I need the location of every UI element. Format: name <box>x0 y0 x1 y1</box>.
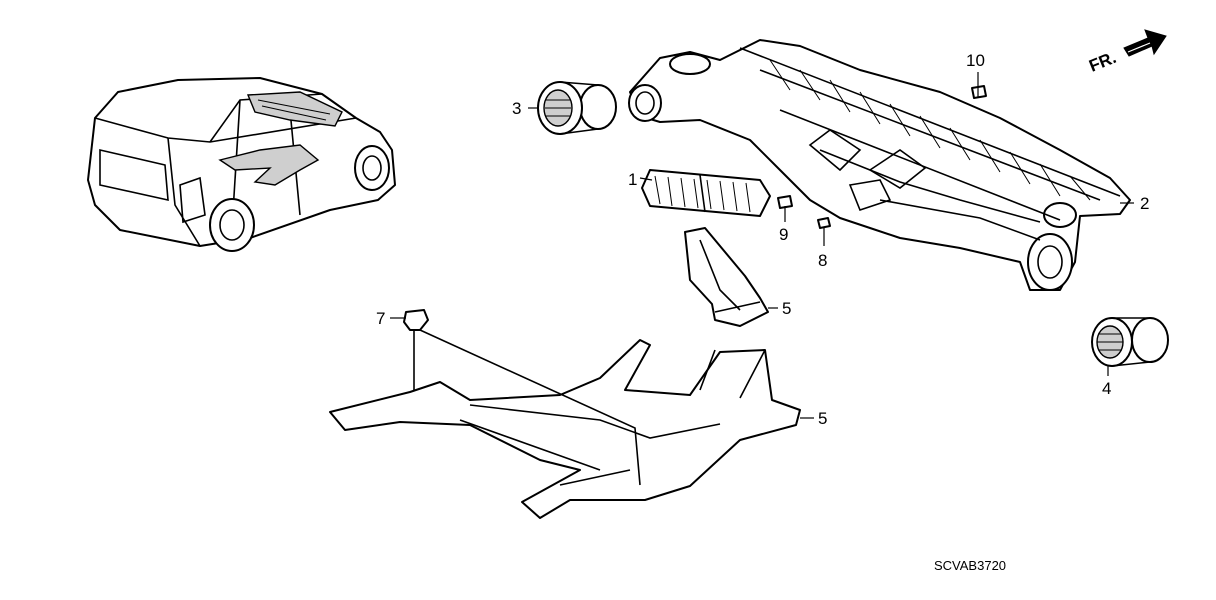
callout-7: 7 <box>376 309 385 328</box>
arrow-icon <box>1123 29 1167 57</box>
callout-labels: 1 2 3 4 5 5 7 8 9 10 <box>376 51 1149 428</box>
part-3-side-vent <box>537 81 617 135</box>
callout-9: 9 <box>779 225 788 244</box>
callout-10: 10 <box>966 51 985 70</box>
vehicle-overview <box>87 77 396 252</box>
fastener-10 <box>971 85 987 99</box>
part-4-side-vent <box>1091 317 1169 367</box>
callout-4: 4 <box>1102 379 1111 398</box>
fastener-8 <box>817 217 831 229</box>
callout-3: 3 <box>512 99 521 118</box>
callout-5-upper: 5 <box>782 299 791 318</box>
part-7-clip <box>403 309 429 390</box>
callout-2: 2 <box>1140 194 1149 213</box>
drawing-code: SCVAB3720 <box>934 558 1006 573</box>
part-2-main-duct <box>628 39 1131 291</box>
front-direction-indicator: FR. <box>1086 29 1167 76</box>
callout-5-floor: 5 <box>818 409 827 428</box>
callout-1: 1 <box>628 170 637 189</box>
callout-8: 8 <box>818 251 827 270</box>
part-1-center-vent <box>641 169 771 217</box>
direction-label: FR. <box>1086 48 1119 76</box>
part-5-floor-duct <box>329 329 801 519</box>
part-5-upper-duct <box>684 227 769 327</box>
fastener-9 <box>777 195 793 209</box>
leader-lines <box>390 72 1134 419</box>
